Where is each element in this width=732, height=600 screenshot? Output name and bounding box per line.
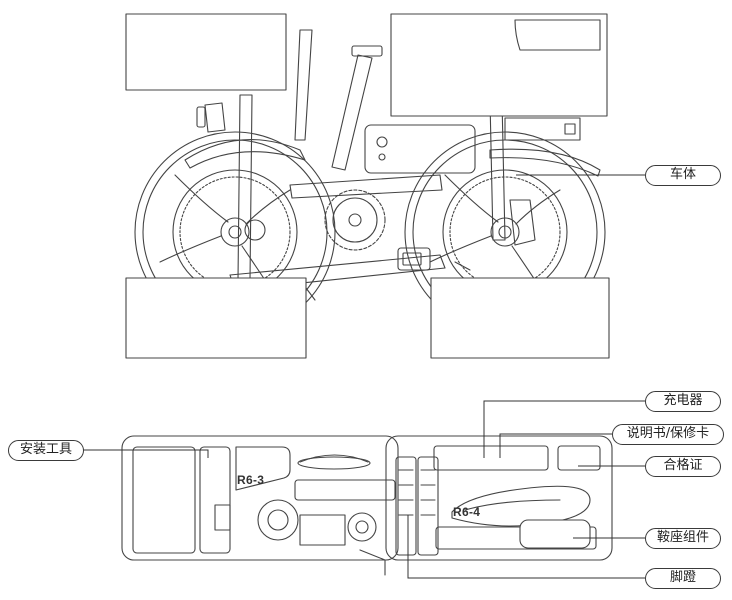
callout-charger: 充电器 [645, 391, 721, 412]
callout-installation-tools: 安装工具 [8, 440, 84, 461]
compartment-label-r6-4: R6-4 [453, 505, 481, 519]
packaging-tray-drawing [121, 435, 613, 576]
callout-pedals: 脚蹬 [645, 568, 721, 589]
callout-bike-body: 车体 [645, 165, 721, 186]
callout-certificate: 合格证 [645, 456, 721, 477]
callout-saddle-assembly: 鞍座组件 [645, 528, 721, 549]
compartment-label-r6-3: R6-3 [237, 473, 265, 487]
leader-lines [83, 174, 645, 579]
bike-body-drawing [125, 13, 610, 359]
callout-manual-warranty: 说明书/保修卡 [612, 424, 724, 445]
